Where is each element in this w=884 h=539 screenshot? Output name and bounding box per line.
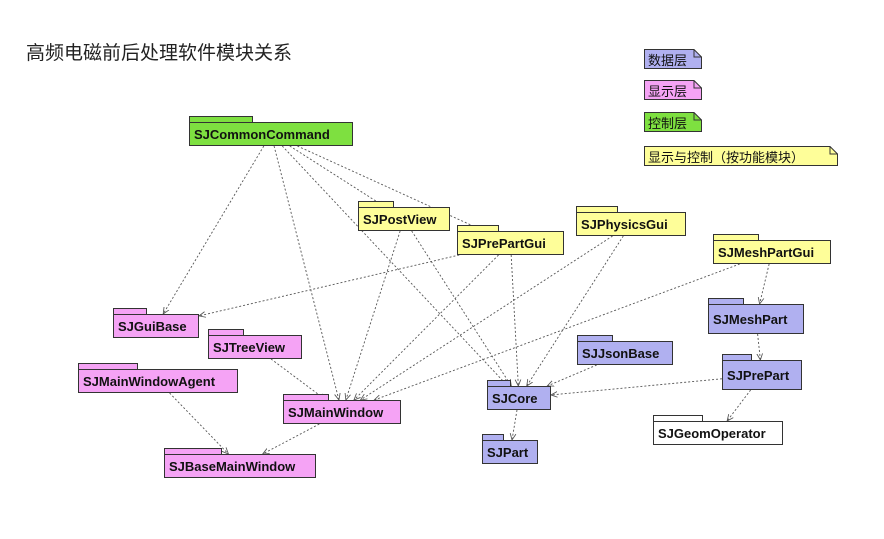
package-tab <box>722 354 752 361</box>
legend-label: 显示与控制（按功能模块） <box>648 150 805 166</box>
dependency-SJPostView-to-SJMainWindow <box>346 230 401 400</box>
dependency-SJCommonCommand-to-SJPostView <box>289 145 385 207</box>
package-SJBaseMainWindow: SJBaseMainWindow <box>164 448 316 478</box>
package-tab <box>576 206 618 213</box>
diagram-title: 高频电磁前后处理软件模块关系 <box>26 42 293 64</box>
legend-label: 数据层 <box>648 53 688 69</box>
note-shape <box>644 146 838 166</box>
package-label: SJPrePartGui <box>457 231 564 255</box>
note-shape <box>644 49 702 69</box>
package-SJMainWindowAgent: SJMainWindowAgent <box>78 363 238 393</box>
dependency-SJPhysicsGui-to-SJCore <box>527 235 624 386</box>
package-label: SJGeomOperator <box>653 421 783 445</box>
legend-label: 控制层 <box>648 116 688 132</box>
package-label: SJPart <box>482 440 538 464</box>
dependency-SJCore-to-SJPart <box>512 409 518 440</box>
dependency-SJMeshPartGui-to-SJMainWindow <box>374 263 740 400</box>
dependency-SJMainWindowAgent-to-SJBaseMainWindow <box>169 392 229 454</box>
dependency-SJPrePart-to-SJCore <box>551 378 723 395</box>
package-label: SJMainWindowAgent <box>78 369 238 393</box>
dependency-SJMeshPart-to-SJPrePart <box>758 333 761 360</box>
dependency-SJMeshPartGui-to-SJMeshPart <box>760 263 770 304</box>
package-SJTreeView: SJTreeView <box>208 329 302 359</box>
legend-note: 控制层 <box>644 112 702 132</box>
dependency-SJPrePartGui-to-SJMainWindow <box>354 254 499 400</box>
package-SJMainWindow: SJMainWindow <box>283 394 401 424</box>
dependency-SJCommonCommand-to-SJCore <box>281 145 507 386</box>
legend-note: 显示与控制（按功能模块） <box>644 146 838 166</box>
package-tab <box>653 415 703 422</box>
package-tab <box>713 234 759 241</box>
package-tab <box>189 116 253 123</box>
package-label: SJCommonCommand <box>189 122 353 146</box>
package-tab <box>208 329 244 336</box>
package-label: SJPostView <box>358 207 450 231</box>
package-SJPrePartGui: SJPrePartGui <box>457 225 564 255</box>
package-SJPhysicsGui: SJPhysicsGui <box>576 206 686 236</box>
dependency-SJCommonCommand-to-SJGuiBase <box>163 145 265 314</box>
legend-label: 显示层 <box>648 84 688 100</box>
package-SJCommonCommand: SJCommonCommand <box>189 116 353 146</box>
package-tab <box>283 394 329 401</box>
package-tab <box>113 308 147 315</box>
dependency-SJPostView-to-SJCore <box>411 230 512 386</box>
package-tab <box>487 380 511 387</box>
package-tab <box>358 201 394 208</box>
package-label: SJMeshPartGui <box>713 240 831 264</box>
package-SJGuiBase: SJGuiBase <box>113 308 199 338</box>
dependency-SJPhysicsGui-to-SJMainWindow <box>360 235 613 400</box>
package-tab <box>708 298 744 305</box>
package-label: SJPhysicsGui <box>576 212 686 236</box>
package-SJJsonBase: SJJsonBase <box>577 335 673 365</box>
package-label: SJCore <box>487 386 551 410</box>
package-SJPart: SJPart <box>482 434 538 464</box>
package-label: SJPrePart <box>722 360 802 390</box>
legend-note: 数据层 <box>644 49 702 69</box>
package-SJGeomOperator: SJGeomOperator <box>653 415 783 445</box>
legend-note: 显示层 <box>644 80 702 100</box>
package-SJPrePart: SJPrePart <box>722 354 802 390</box>
package-tab <box>78 363 138 370</box>
package-label: SJJsonBase <box>577 341 673 365</box>
dependency-SJPrePartGui-to-SJGuiBase <box>199 254 460 316</box>
note-shape <box>644 80 702 100</box>
dependency-SJPrePartGui-to-SJCore <box>510 254 518 386</box>
package-tab <box>482 434 504 441</box>
package-SJPostView: SJPostView <box>358 201 450 231</box>
package-SJCore: SJCore <box>487 380 551 410</box>
dependency-SJCommonCommand-to-SJMainWindow <box>273 145 339 400</box>
package-SJMeshPartGui: SJMeshPartGui <box>713 234 831 264</box>
package-label: SJMeshPart <box>708 304 804 334</box>
package-SJMeshPart: SJMeshPart <box>708 298 804 334</box>
dependency-SJTreeView-to-SJMainWindow <box>270 358 326 400</box>
dependency-SJPrePart-to-SJGeomOperator <box>727 389 751 421</box>
package-label: SJTreeView <box>208 335 302 359</box>
package-label: SJBaseMainWindow <box>164 454 316 478</box>
dependency-SJMainWindow-to-SJBaseMainWindow <box>263 423 320 454</box>
package-label: SJMainWindow <box>283 400 401 424</box>
note-shape <box>644 112 702 132</box>
package-tab <box>164 448 222 455</box>
package-label: SJGuiBase <box>113 314 199 338</box>
package-tab <box>457 225 499 232</box>
dependency-SJJsonBase-to-SJCore <box>547 364 597 386</box>
package-tab <box>577 335 613 342</box>
